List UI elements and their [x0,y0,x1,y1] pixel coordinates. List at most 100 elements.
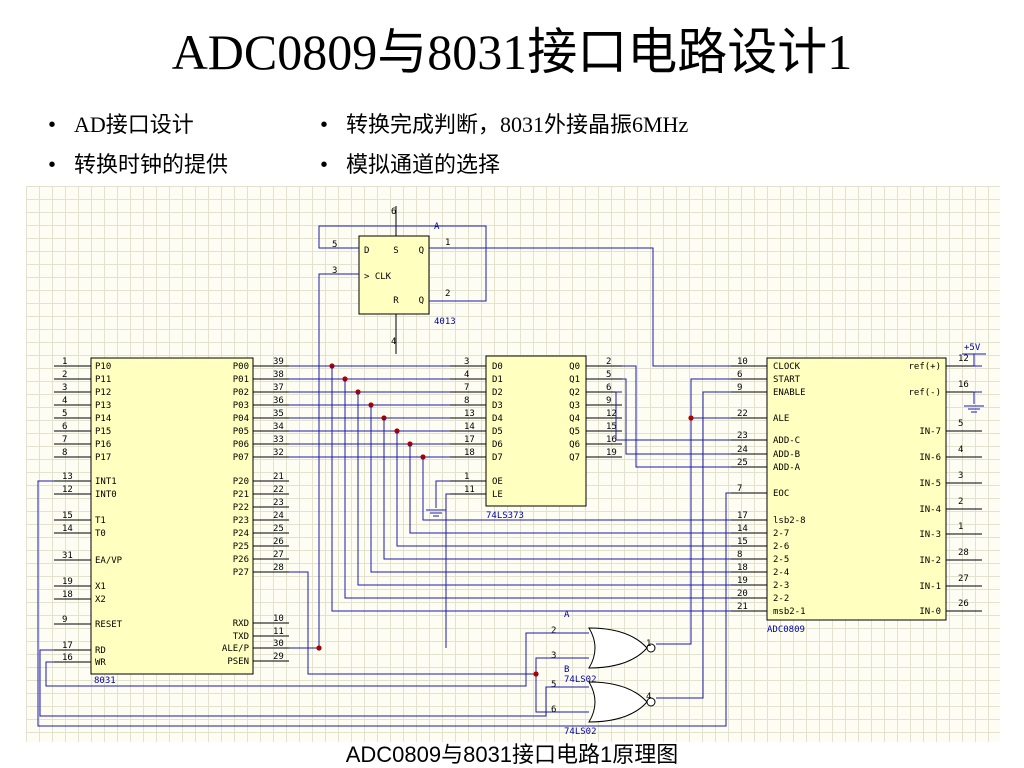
pin-number: 10 [273,614,284,624]
pin-number: 28 [273,563,284,573]
pin-number: 25 [737,458,748,468]
pin-name: Q1 [569,375,580,385]
pin-name: ALE [773,414,789,424]
pin-number: 6 [62,422,67,432]
pin-number: 14 [737,524,748,534]
pin-number: 27 [958,574,969,584]
chip-74ls373 [485,355,587,507]
nor-gate-b [588,681,648,723]
pin-name: D0 [492,362,503,372]
pin-number: 1 [646,639,651,649]
pin-number: 22 [737,409,748,419]
figure-caption: ADC0809与8031接口电路1原理图 [345,742,679,767]
pin-number: 15 [62,511,73,521]
pin-number: 3 [958,471,963,481]
wire [37,480,731,727]
pin-number: 15 [737,537,748,547]
pin-number: 8 [62,448,67,458]
pin-name: 2-3 [773,581,789,591]
chip-name-adc0809: ADC0809 [767,625,805,635]
pin-name: ref(-) [908,388,941,398]
pin-number: 36 [273,396,284,406]
pin-name: IN-3 [919,530,941,540]
pin-name: D4 [492,414,503,424]
pin-number: 7 [737,484,742,494]
pin-name: P16 [95,440,111,450]
pin-number: 25 [273,524,284,534]
pin-number: 33 [273,435,284,445]
pin-number: 4 [958,445,963,455]
bullet-dot-icon: • [48,114,56,136]
pin-name: D [364,246,369,256]
pin-number: 26 [273,537,284,547]
pin-number: 2 [445,289,450,299]
pin-number: 1 [464,472,469,482]
pin-number: 14 [62,524,73,534]
bullet-dot-icon: • [320,114,328,136]
gate-name-b: 74LS02 [564,727,597,737]
wire [535,674,589,713]
pin-number: 2 [551,626,556,636]
pin-name: Q2 [569,388,580,398]
pin-number: 1 [958,522,963,532]
pin-name: P00 [233,362,249,372]
pin-name: msb2-1 [773,607,806,617]
wire [656,378,731,645]
pin-number: 2 [62,370,67,380]
pin-name: S [393,246,398,256]
pin-number: 27 [273,550,284,560]
bullet-dot-icon: • [48,154,56,176]
pin-name: P04 [233,414,249,424]
wire [331,366,731,612]
pin-name: P01 [233,375,249,385]
pin-name: X1 [95,582,106,592]
pin-name: CLOCK [773,362,801,372]
pin-number: 5 [606,370,611,380]
pin-name: P14 [95,414,111,424]
pin-number: 1 [445,238,450,248]
pin-number: 28 [958,548,969,558]
bullet-dot-icon: • [320,154,328,176]
pin-name: 2-5 [773,555,789,565]
pin-name: ADD-C [773,436,800,446]
pin-name: D6 [492,440,503,450]
gate-unit-a: A [564,610,570,620]
bullet-list-right: •转换完成判断，8031外接晶振6MHz •模拟通道的选择 [302,105,688,185]
wire [429,247,731,367]
chip-adc0809 [766,357,947,621]
pin-name: P27 [233,568,249,578]
pin-name: Q6 [569,440,580,450]
gate-name-a: 74LS02 [564,675,597,685]
pin-name: P02 [233,388,249,398]
junction-dot [688,415,694,421]
pin-name: WR [95,658,106,668]
pin-name: T1 [95,516,106,526]
wire [344,379,731,599]
pin-name: R [393,296,399,306]
wire [370,405,731,573]
pin-number: 8 [737,550,742,560]
pin-name: P15 [95,427,111,437]
pin-number: 3 [464,357,469,367]
pin-number: 18 [62,590,73,600]
pin-name: ref(+) [908,362,941,372]
pin-number: 7 [62,435,67,445]
pin-number: 9 [62,615,67,625]
pin-number: 31 [62,551,73,561]
pin-name: P23 [233,516,249,526]
pin-name: ADD-B [773,450,800,460]
pin-name: RESET [95,620,123,630]
pin-name: P05 [233,427,249,437]
pin-number: 8 [464,396,469,406]
pin-name: ALE/P [222,644,250,654]
wire [39,649,589,717]
bullet-item: •AD接口设计 [30,105,228,145]
pin-name: Q0 [569,362,580,372]
pin-number: 19 [606,448,617,458]
pin-name: T0 [95,529,106,539]
pin-name: IN-2 [919,556,941,566]
pin-name: P17 [95,453,111,463]
pin-number: 2 [958,497,963,507]
pin-number: 5 [958,419,963,429]
pin-number: 35 [273,409,284,419]
